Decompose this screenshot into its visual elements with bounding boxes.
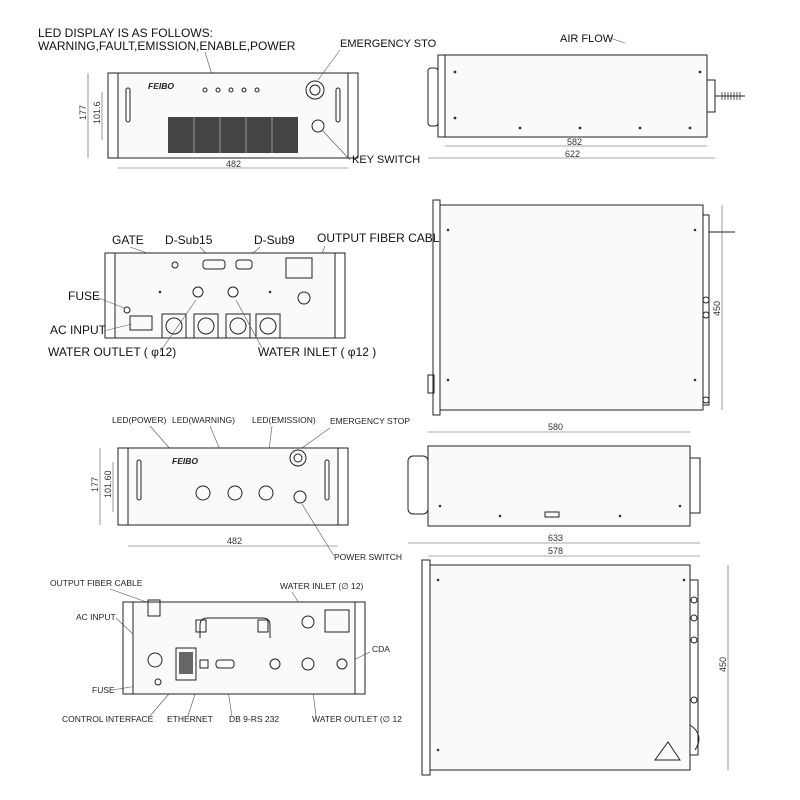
- output-fiber-cable-label-2: OUTPUT FIBER CABLE: [50, 578, 143, 588]
- water-inlet-label-1: WATER INLET ( φ12 ): [258, 345, 376, 359]
- water-outlet-label-1: WATER OUTLET ( φ12): [48, 345, 176, 359]
- logo-2: FEIBO: [172, 456, 198, 466]
- dim-inner-height-1: 101.6: [92, 101, 102, 124]
- ac-input-socket-2: [147, 652, 163, 668]
- fuse-label-2: FUSE: [92, 685, 115, 695]
- dim-depth-mid-2: 578: [548, 546, 563, 556]
- ethernet-label: ETHERNET: [167, 714, 213, 724]
- emergency-stop-icon: [289, 449, 307, 467]
- power-switch-icon: [293, 490, 307, 504]
- fuse-icon-2: [154, 678, 162, 686]
- ac-input-label-1: AC INPUT: [50, 323, 107, 337]
- dim-height-1: 177: [78, 105, 88, 120]
- water-inlet-port-2: [301, 615, 315, 629]
- led-emission-icon: [258, 485, 274, 501]
- dim-depth-inner-2: 580: [548, 422, 563, 432]
- dim-depth-outer-2: 633: [548, 533, 563, 543]
- water-outlet-port-1: [192, 286, 204, 298]
- rear-panel-1: [104, 252, 346, 339]
- dim-depth-top-2: 450: [718, 657, 728, 672]
- ac-input-socket-1: [129, 315, 153, 331]
- led-power-label: LED(POWER): [112, 415, 166, 425]
- control-interface-label: CONTROL INTERFACE: [62, 714, 154, 724]
- front-panel-2: FEIBO: [117, 447, 349, 526]
- dim-depth-top-1: 450: [712, 301, 722, 316]
- water-inlet-label-2: WATER INLET (∅ 12): [280, 581, 363, 591]
- dim-inner-height-2: 101.60: [103, 470, 113, 498]
- side-view-2: [407, 445, 701, 527]
- emergency-stop-label-2: EMERGENCY STOP: [330, 416, 410, 426]
- cda-port-icon: [336, 658, 348, 670]
- led-note-line2: WARNING,FAULT,EMISSION,ENABLE,POWER: [38, 39, 296, 53]
- air-flow-label: AIR FLOW: [560, 33, 614, 45]
- ac-input-label-2: AC INPUT: [76, 612, 116, 622]
- fuse-label-1: FUSE: [68, 289, 100, 303]
- dsub15-connector-icon: [202, 259, 226, 270]
- top-view-2: [421, 559, 700, 776]
- power-switch-label: POWER SWITCH: [334, 552, 402, 562]
- dsub15-label: D-Sub15: [165, 233, 213, 247]
- dim-height-2: 177: [90, 477, 100, 492]
- emergency-stop-label-1: EMERGENCY STO: [340, 38, 437, 50]
- led-emission-label: LED(EMISSION): [252, 415, 316, 425]
- dim-depth-outer-1: 622: [565, 149, 580, 159]
- cda-label: CDA: [372, 644, 390, 654]
- output-fiber-cable-label-1: OUTPUT FIBER CABLE: [317, 231, 447, 245]
- handle-icon: [199, 617, 271, 638]
- ethernet-port-icon: [199, 659, 209, 669]
- dim-depth-inner-1: 582: [567, 137, 582, 147]
- fiber-output-icon: [147, 599, 161, 617]
- led-power-icon: [195, 485, 211, 501]
- fan-icon: [193, 313, 219, 339]
- water-inlet-port-1: [227, 286, 239, 298]
- key-switch-label: KEY SWITCH: [352, 154, 420, 166]
- dim-width-2: 482: [227, 536, 242, 546]
- logo-1: FEIBO: [148, 81, 174, 91]
- side-view-1: [427, 54, 745, 138]
- gate-label: GATE: [112, 233, 144, 247]
- fuse-icon-1: [123, 306, 131, 314]
- control-interface-icon: [175, 647, 197, 681]
- key-switch-icon: [311, 119, 325, 133]
- vent-grille-1: [193, 117, 273, 153]
- water-outlet-port-2: [301, 657, 315, 671]
- led-note-line1: LED DISPLAY IS AS FOLLOWS:: [38, 26, 213, 40]
- led-warning-icon: [227, 485, 243, 501]
- top-view-1: [427, 199, 735, 416]
- db9-label: DB 9-RS 232: [229, 714, 279, 724]
- led-warning-label: LED(WARNING): [172, 415, 235, 425]
- emergency-stop-icon: [305, 80, 325, 100]
- dsub9-label: D-Sub9: [254, 233, 295, 247]
- fan-icon: [255, 313, 281, 339]
- gate-connector-icon: [171, 261, 179, 269]
- rear-panel-2: [122, 599, 366, 695]
- db9-connector-icon: [215, 659, 235, 669]
- fan-icon: [161, 313, 187, 339]
- fiber-output-icon: [297, 291, 311, 305]
- water-outlet-label-2: WATER OUTLET (∅ 12: [312, 714, 402, 724]
- front-panel-1: FEIBO: [107, 72, 359, 159]
- dim-width-1: 482: [226, 159, 241, 169]
- dsub9-connector-icon: [235, 259, 253, 270]
